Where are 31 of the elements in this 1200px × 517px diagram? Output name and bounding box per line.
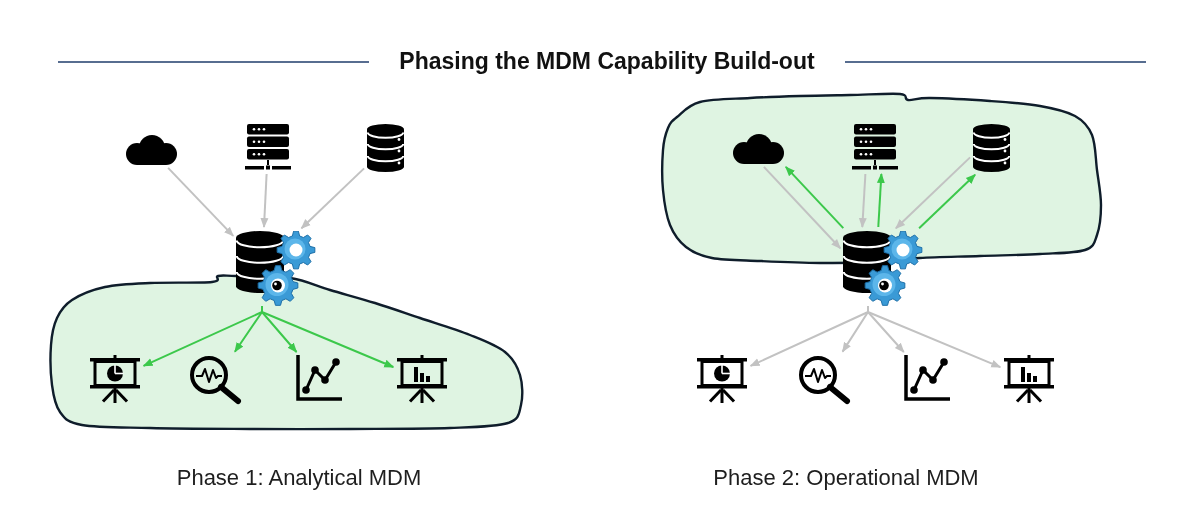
server-icon <box>852 124 898 170</box>
database-gears-icon <box>236 231 316 306</box>
flow-arrow <box>784 165 845 230</box>
flow-arrow <box>918 173 977 230</box>
database-icon <box>973 124 1010 172</box>
magnifier-pulse-icon <box>798 355 851 405</box>
cloud-icon <box>731 134 785 164</box>
flow-arrow <box>167 166 235 237</box>
flow-arrow <box>300 167 366 230</box>
presentation-pie-chart-icon <box>90 355 140 403</box>
flow-arrow <box>762 165 842 250</box>
phase-caption: Phase 2: Operational MDM <box>713 464 979 492</box>
flow-arrow <box>858 173 867 228</box>
flow-arrow <box>894 156 972 230</box>
line-chart-icon <box>904 355 950 401</box>
database-gears-icon <box>843 231 923 306</box>
presentation-pie-chart-icon <box>697 355 747 403</box>
flow-arrow <box>876 173 885 228</box>
cloud-icon <box>124 135 178 165</box>
magnifier-pulse-icon <box>189 355 242 405</box>
flow-arrow <box>261 305 395 368</box>
line-chart-icon <box>296 355 342 401</box>
flow-arrow <box>260 173 269 228</box>
highlight-region <box>660 91 1104 266</box>
diagram-title: Phasing the MDM Capability Build-out <box>399 48 815 76</box>
presentation-bar-chart-icon <box>1004 355 1054 403</box>
highlight-region <box>48 273 524 432</box>
phase-caption: Phase 1: Analytical MDM <box>176 464 422 492</box>
database-icon <box>367 124 404 172</box>
presentation-bar-chart-icon <box>397 355 447 403</box>
server-icon <box>245 124 291 170</box>
